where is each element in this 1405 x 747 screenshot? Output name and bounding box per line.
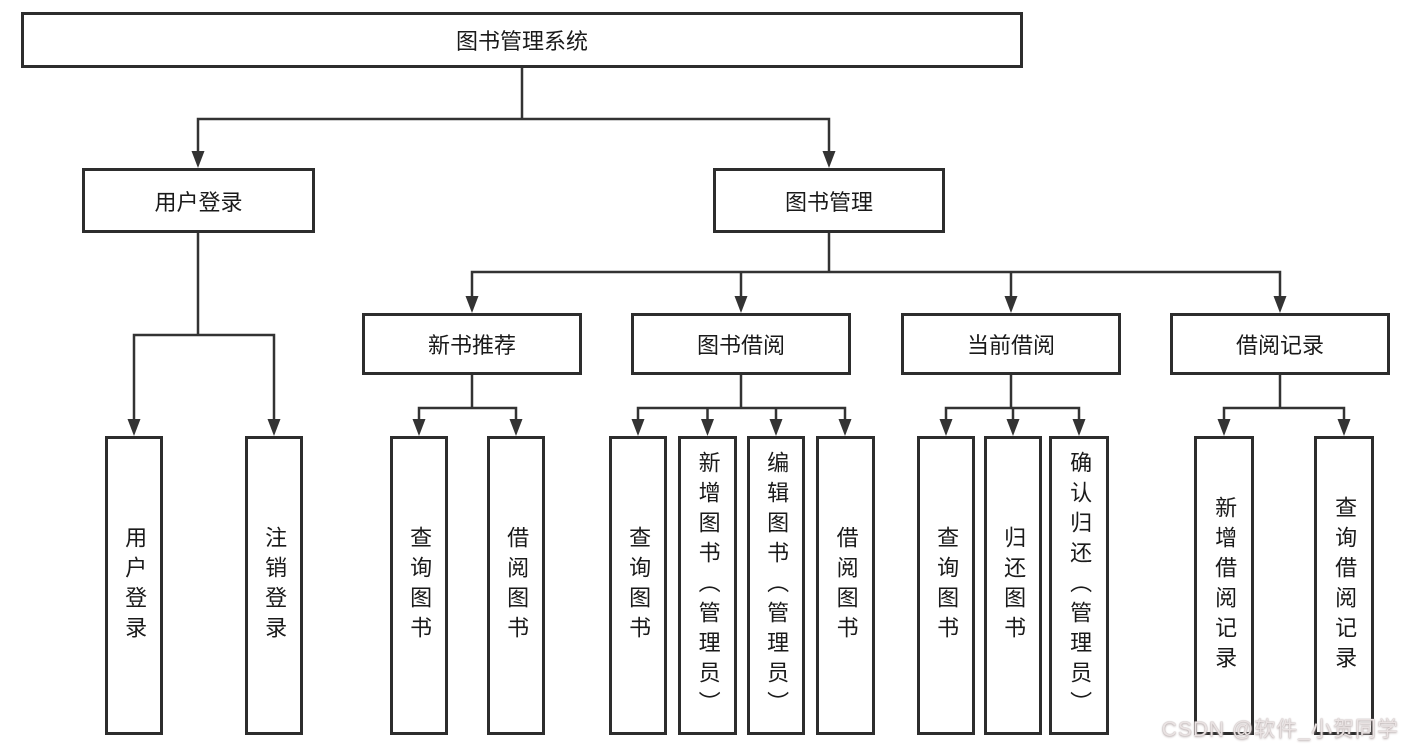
arrowhead	[1006, 419, 1020, 436]
arrowhead	[939, 419, 953, 436]
node-label: 当前借阅	[966, 333, 1055, 358]
leaf-add-books-admin: 新增图书（管理员）	[678, 436, 737, 735]
arrowhead	[701, 419, 714, 436]
node-label: 图书借阅	[696, 333, 785, 358]
node-label: 借阅图书	[504, 525, 530, 646]
arrowhead	[465, 296, 479, 313]
node-label: 查询图书	[626, 525, 652, 646]
leaf-return-books: 归还图书	[984, 436, 1042, 735]
node-label: 查询图书	[934, 525, 960, 646]
node-book-management-branch: 图书管理	[713, 168, 945, 233]
node-label: 新书推荐	[427, 333, 516, 358]
arrowhead	[267, 419, 281, 436]
node-label: 新增借阅记录	[1212, 495, 1238, 676]
arrowhead	[412, 419, 426, 436]
arrowhead	[838, 419, 852, 436]
leaf-add-borrow-record: 新增借阅记录	[1194, 436, 1254, 735]
leaf-query-books: 查询图书	[917, 436, 975, 735]
leaf-query-books: 查询图书	[609, 436, 667, 735]
node-new-book-recommend: 新书推荐	[362, 313, 582, 375]
node-label: 查询图书	[407, 525, 433, 646]
node-borrow-records: 借阅记录	[1170, 313, 1390, 375]
node-label: 确认归还（管理员）	[1067, 450, 1093, 721]
arrowhead	[734, 296, 748, 313]
node-label: 用户登录	[154, 189, 243, 215]
leaf-query-borrow-record: 查询借阅记录	[1314, 436, 1374, 735]
arrowhead	[1072, 419, 1086, 436]
csdn-watermark: CSDN @软件_小贺同学	[1161, 718, 1399, 741]
node-label: 编辑图书（管理员）	[764, 450, 790, 721]
arrowhead	[127, 419, 141, 436]
node-label: 归还图书	[1001, 525, 1027, 646]
arrowhead	[191, 151, 205, 168]
arrowhead	[631, 419, 645, 436]
node-label: 借阅记录	[1235, 333, 1324, 358]
node-label: 图书管理	[784, 189, 873, 215]
node-label: 查询借阅记录	[1332, 495, 1358, 676]
node-label: 图书管理系统	[455, 29, 588, 54]
node-label: 注销登录	[262, 525, 288, 646]
node-root-system: 图书管理系统	[21, 12, 1023, 68]
arrowhead	[1217, 419, 1231, 436]
arrowhead	[509, 419, 523, 436]
arrowhead	[1337, 419, 1351, 436]
leaf-edit-books-admin: 编辑图书（管理员）	[747, 436, 805, 735]
arrowhead	[1004, 296, 1018, 313]
node-label: 用户登录	[122, 525, 148, 646]
leaf-user-login: 用户登录	[105, 436, 163, 735]
node-label: 新增图书（管理员）	[695, 450, 721, 721]
node-label: 借阅图书	[833, 525, 859, 646]
arrowhead	[822, 151, 836, 168]
leaf-query-books: 查询图书	[390, 436, 448, 735]
leaf-borrow-books: 借阅图书	[487, 436, 545, 735]
leaf-logout: 注销登录	[245, 436, 303, 735]
arrowhead	[1273, 296, 1287, 313]
arrowhead	[769, 419, 783, 436]
leaf-borrow-books: 借阅图书	[816, 436, 875, 735]
leaf-confirm-return-admin: 确认归还（管理员）	[1049, 436, 1109, 735]
node-current-borrow: 当前借阅	[901, 313, 1121, 375]
node-user-login-branch: 用户登录	[82, 168, 315, 233]
node-book-borrow: 图书借阅	[631, 313, 851, 375]
